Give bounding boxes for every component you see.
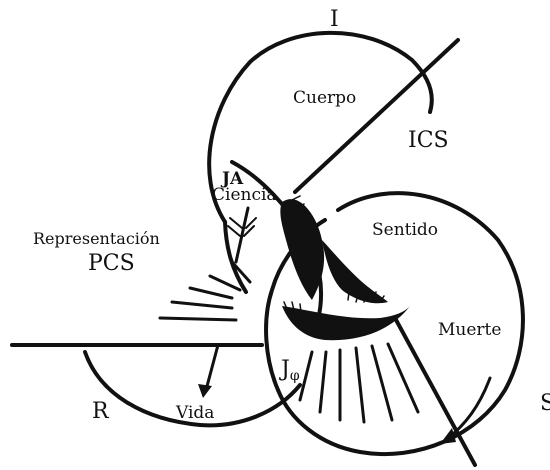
label-jphi: Jφ — [279, 357, 300, 384]
vida-arrow-line — [206, 345, 218, 390]
label-representacion: Representación — [33, 229, 160, 248]
label-ics: ICS — [408, 128, 449, 153]
label-phi: φ — [290, 368, 300, 384]
label-sentido: Sentido — [372, 220, 438, 240]
ciencia-feather — [228, 208, 256, 262]
label-a: a — [304, 265, 317, 290]
label-ciencia: Ciencia — [212, 185, 277, 205]
label-i: I — [330, 7, 339, 32]
vida-arrow-head — [198, 384, 212, 398]
s-arrow-head — [440, 428, 456, 444]
sentido-wedge — [322, 240, 388, 303]
label-s: S — [540, 391, 550, 416]
label-cuerpo: Cuerpo — [293, 88, 356, 108]
ics-diagonal-line — [295, 40, 458, 192]
label-r: R — [92, 399, 110, 424]
label-vida: Vida — [175, 403, 214, 423]
s-diagonal-line — [395, 318, 475, 465]
label-muerte: Muerte — [438, 320, 501, 340]
jphi-hatching — [300, 344, 418, 422]
label-j: J — [279, 357, 290, 382]
label-pcs: PCS — [88, 251, 135, 276]
